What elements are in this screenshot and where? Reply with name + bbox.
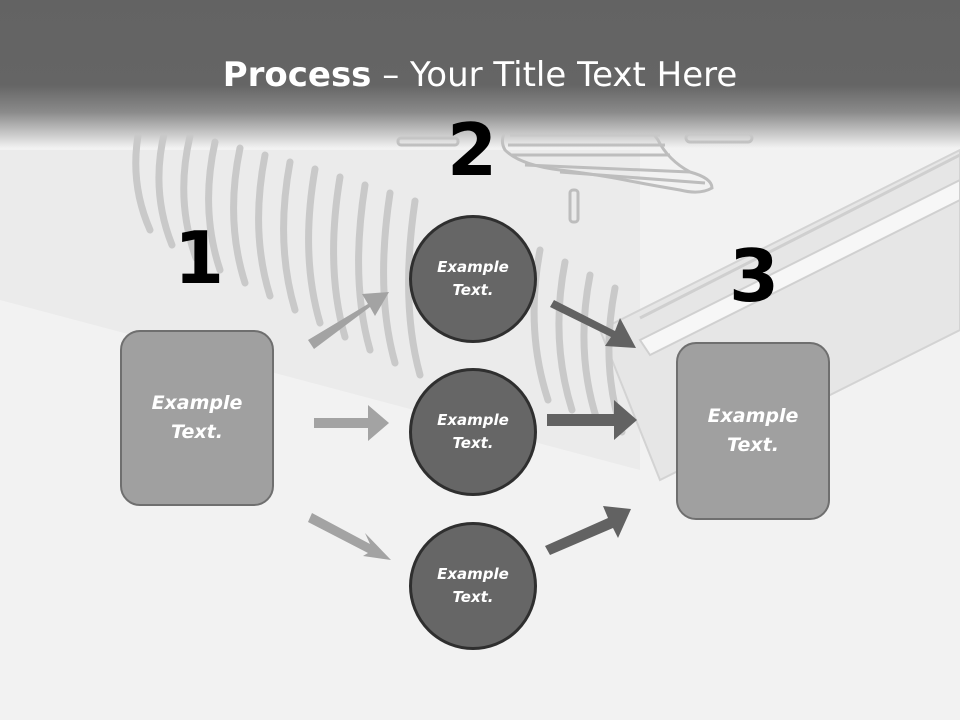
step-number-3: 3 (728, 234, 780, 318)
step-2-circle-top: Example Text. (409, 215, 537, 343)
step-2-circle-middle-text: Example Text. (437, 411, 509, 452)
title-banner (0, 0, 960, 148)
step-1-box: Example Text. (120, 330, 274, 506)
step-number-1: 1 (173, 216, 225, 300)
step-number-2: 2 (446, 108, 498, 192)
step-3-box: Example Text. (676, 342, 830, 520)
step-2-circle-bottom-text: Example Text. (437, 565, 509, 606)
step-1-text: Example Text. (151, 392, 243, 443)
title-bold-part: Process (222, 55, 372, 95)
step-2-circle-middle: Example Text. (409, 368, 537, 496)
step-2-circle-bottom: Example Text. (409, 522, 537, 650)
step-3-text: Example Text. (707, 405, 799, 456)
title-rest-part: – Your Title Text Here (371, 55, 738, 95)
slide-title: Process – Your Title Text Here (0, 52, 960, 98)
step-2-circle-top-text: Example Text. (437, 258, 509, 299)
